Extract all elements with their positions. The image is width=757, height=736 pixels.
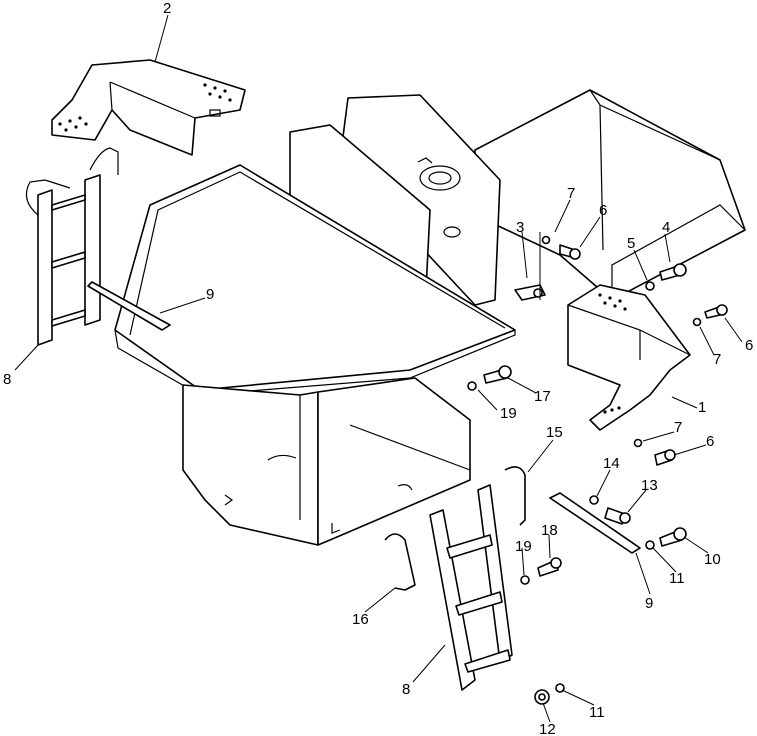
bolt-6-upper <box>559 244 581 260</box>
ladder-upper <box>25 147 119 346</box>
bolt-13 <box>604 507 631 525</box>
perforation-holes-left <box>58 83 232 132</box>
washer-7-lower <box>633 438 643 448</box>
bolt-6-lower <box>654 449 676 466</box>
callout-3: 3 <box>516 219 524 236</box>
washer-7-right <box>692 317 702 327</box>
stay-bar-left <box>87 281 171 331</box>
callout-18: 18 <box>541 522 558 539</box>
callout-11: 11 <box>669 570 685 587</box>
nut-12 <box>534 689 550 705</box>
callout-9: 9 <box>645 595 653 612</box>
callout-6: 6 <box>745 337 753 354</box>
callout-11: 11 <box>589 704 605 721</box>
handrail-16 <box>384 533 416 591</box>
stay-bar-right <box>549 492 641 554</box>
callout-13: 13 <box>641 477 658 494</box>
callout-labels: 2 8 9 7 6 3 5 4 6 7 1 17 19 15 7 6 14 13… <box>3 0 753 736</box>
callout-7: 7 <box>567 185 575 202</box>
callout-6: 6 <box>599 202 607 219</box>
callout-9: 9 <box>206 286 214 303</box>
floor-plate <box>114 164 516 396</box>
leader-lines <box>14 14 743 723</box>
perforation-holes-right <box>598 293 627 414</box>
bolt-17 <box>483 365 512 384</box>
fasteners <box>467 235 728 705</box>
callout-15: 15 <box>546 424 563 441</box>
washer-19-lower <box>520 575 530 585</box>
bolt-6-right <box>704 304 728 319</box>
bracket-3 <box>514 284 546 301</box>
step-plate-right <box>567 284 691 431</box>
callout-8: 8 <box>402 681 410 698</box>
handrail-15 <box>504 466 526 526</box>
washer-19-upper <box>467 381 477 391</box>
callout-12: 12 <box>539 721 556 736</box>
step-plate-left <box>51 59 246 156</box>
callout-19: 19 <box>500 405 517 422</box>
rear-fender-body <box>474 89 746 301</box>
callout-4: 4 <box>662 219 670 236</box>
callout-2: 2 <box>163 0 171 17</box>
callout-17: 17 <box>534 388 551 405</box>
callout-6: 6 <box>706 433 714 450</box>
callout-10: 10 <box>704 551 721 568</box>
bolt-4 <box>659 263 687 281</box>
washer-7-upper <box>541 235 551 245</box>
callout-7: 7 <box>674 419 682 436</box>
callout-19: 19 <box>515 538 532 555</box>
washer-5 <box>645 281 655 291</box>
callout-7: 7 <box>713 351 721 368</box>
washer-14 <box>589 495 599 505</box>
callout-16: 16 <box>352 611 369 628</box>
callout-8: 8 <box>3 371 11 388</box>
washer-11-right <box>645 540 655 550</box>
lower-frame <box>182 377 471 546</box>
ladder-lower <box>429 484 513 691</box>
bolt-18 <box>537 557 562 577</box>
callout-14: 14 <box>603 455 620 472</box>
bolt-10 <box>659 527 687 547</box>
callout-1: 1 <box>698 399 706 416</box>
callout-5: 5 <box>627 235 635 252</box>
